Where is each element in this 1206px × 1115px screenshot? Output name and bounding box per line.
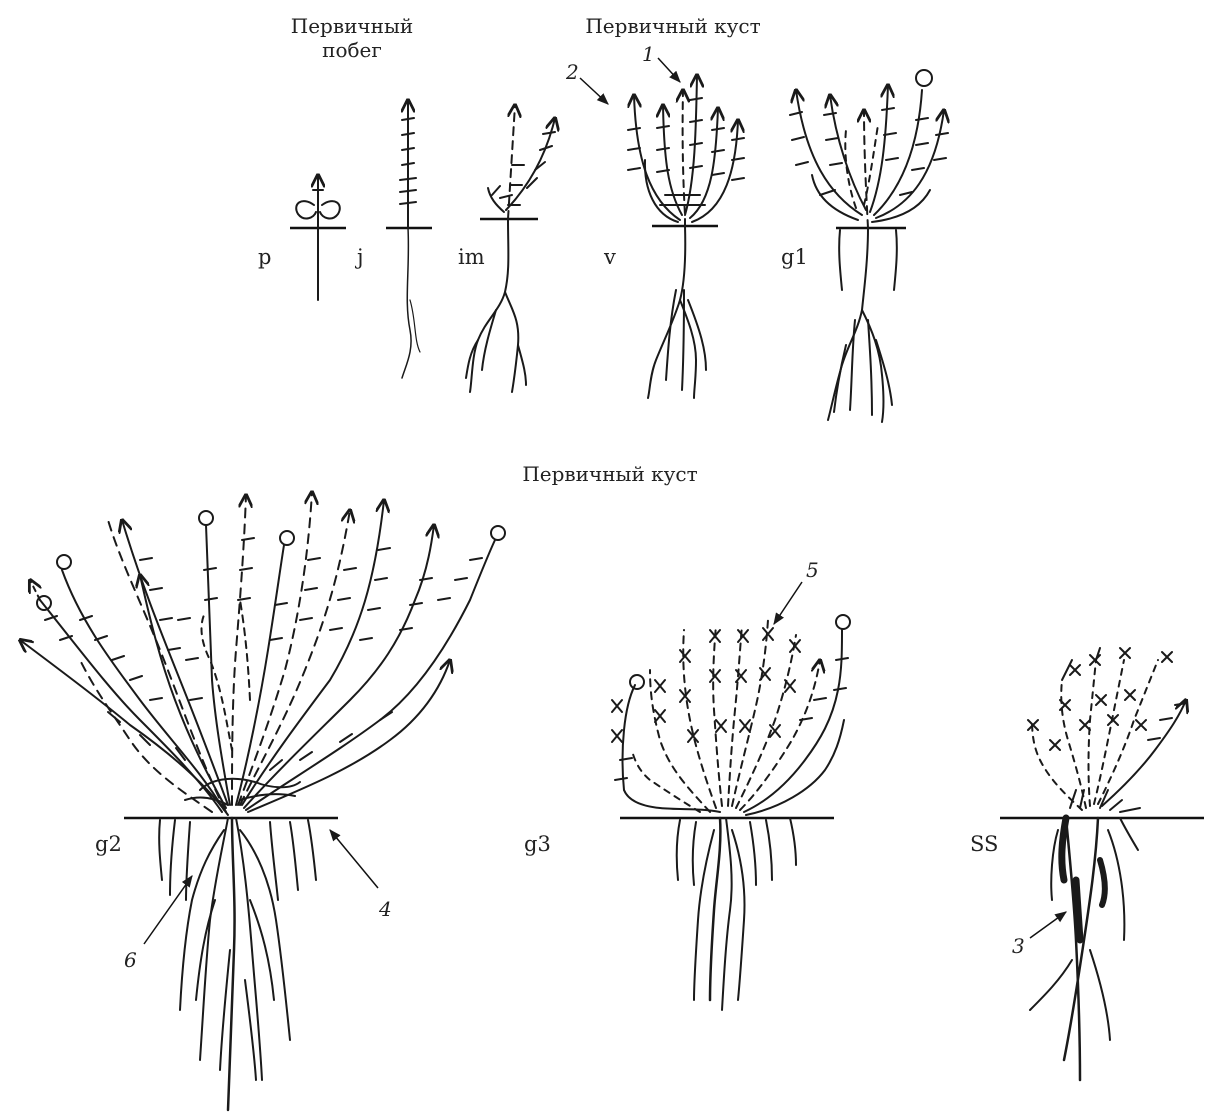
plant-g1-young-generative	[790, 70, 948, 422]
ground-lines	[124, 219, 1204, 818]
plant-v-virginal	[628, 75, 744, 398]
callout-arrow-3	[1030, 912, 1066, 938]
callout-arrow-6	[144, 876, 192, 944]
plant-g3-old-generative	[612, 615, 850, 1010]
callout-arrow-2	[580, 78, 608, 104]
plant-im-immature	[466, 105, 555, 392]
plant-j-juvenile	[400, 100, 420, 378]
plant-ss-subsenile	[1028, 648, 1187, 1080]
callout-arrow-4	[330, 830, 378, 888]
plant-p-seedling	[296, 175, 340, 300]
plant-g2-mature-generative	[20, 492, 505, 1110]
callout-arrow-5	[774, 582, 802, 624]
callout-arrow-1	[658, 58, 680, 82]
callout-arrows	[144, 58, 1066, 944]
